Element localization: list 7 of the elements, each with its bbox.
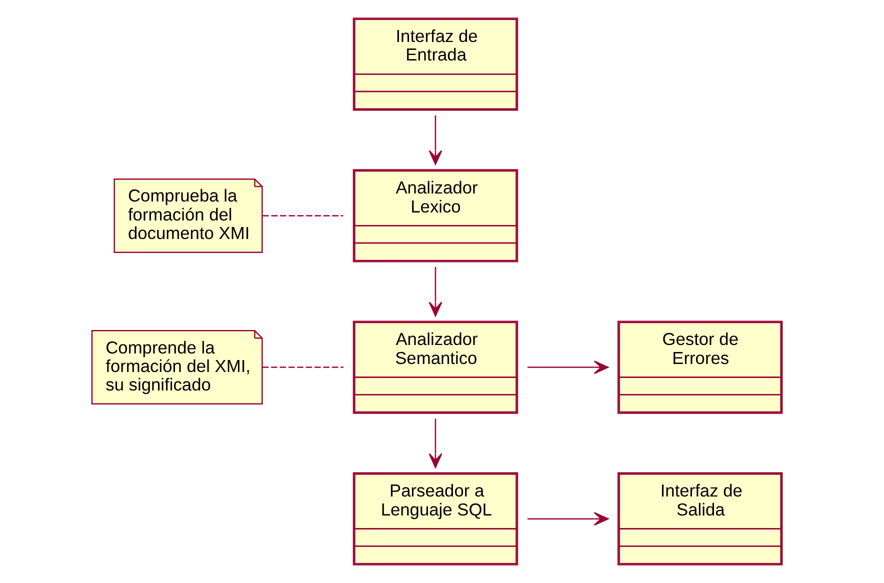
arrow bbox=[428, 115, 442, 165]
arrow bbox=[428, 418, 442, 468]
arrow bbox=[527, 512, 609, 526]
connector bbox=[262, 366, 344, 368]
connector bbox=[262, 215, 344, 216]
arrow bbox=[428, 267, 442, 316]
arrow bbox=[527, 360, 609, 374]
